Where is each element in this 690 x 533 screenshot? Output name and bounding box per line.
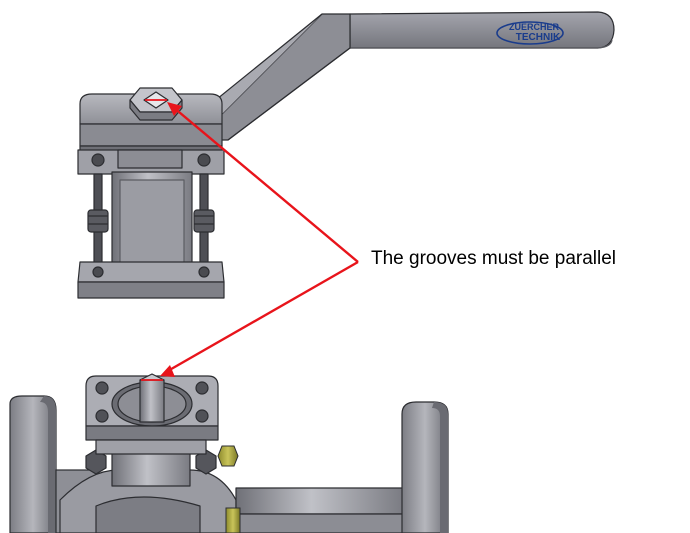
arrowhead-lower — [160, 365, 175, 377]
logo-line1: ZUERCHER — [509, 22, 560, 32]
right-flange — [401, 401, 449, 533]
upper-bracket — [77, 149, 225, 299]
callout-arrows — [160, 102, 359, 377]
arrow-to-lower-groove — [165, 260, 359, 374]
zuercher-technik-logo: ZUERCHER TECHNIK — [496, 21, 564, 45]
arrowhead-upper — [167, 102, 182, 116]
lower-mount-plate — [85, 373, 219, 475]
arrow-to-upper-groove — [172, 106, 359, 263]
callout-label: The grooves must be parallel — [371, 248, 617, 269]
lever-handle — [195, 11, 615, 141]
logo-line2: TECHNIK — [516, 32, 561, 43]
